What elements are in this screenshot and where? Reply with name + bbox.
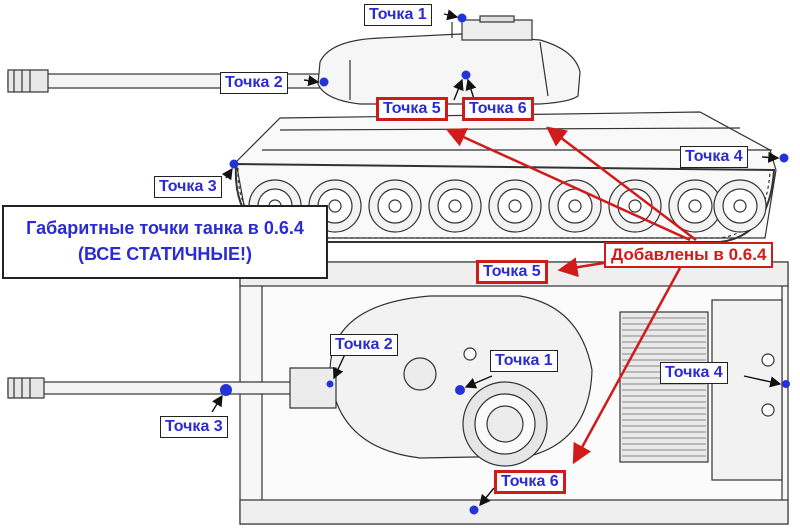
- side-track: [234, 162, 776, 243]
- side-label-point-6: Точка 6: [462, 97, 534, 121]
- top-label-point-6: Точка 6: [494, 470, 566, 494]
- top-engine-grill: [619, 311, 709, 463]
- top-view-tank: [7, 261, 789, 525]
- top-label-point-5: Точка 5: [476, 260, 548, 284]
- side-point-3: [229, 159, 239, 169]
- leader-arrows: [211, 9, 782, 507]
- top-label-point-2: Точка 2: [330, 334, 398, 356]
- top-gun-barrel: [7, 367, 337, 409]
- added-in-064-arrows: [445, 126, 697, 465]
- side-road-wheel: [448, 199, 462, 213]
- side-road-wheel: [628, 199, 642, 213]
- top-point-1: [455, 385, 465, 395]
- top-point-4: [782, 380, 790, 388]
- top-label-point-3: Точка 3: [160, 416, 228, 438]
- side-label-point-1: Точка 1: [364, 4, 432, 26]
- side-road-wheel: [688, 199, 702, 213]
- side-point-2: [319, 77, 329, 87]
- side-road-wheel: [568, 199, 582, 213]
- side-turret: [317, 33, 581, 105]
- diagram-title-box: Габаритные точки танка в 0.6.4 (ВСЕ СТАТ…: [2, 205, 328, 279]
- side-point-1: [457, 13, 467, 23]
- side-point-4: [779, 153, 789, 163]
- gabarit-points: [220, 13, 790, 515]
- side-road-wheel: [388, 199, 402, 213]
- side-label-point-3: Точка 3: [154, 176, 222, 198]
- top-label-point-1: Точка 1: [490, 350, 558, 372]
- side-point-5: [461, 70, 471, 80]
- diagram-subtitle: (ВСЕ СТАТИЧНЫЕ!): [77, 244, 253, 264]
- diagram-title: Габаритные точки танка в 0.6.4: [26, 218, 304, 238]
- top-label-point-4: Точка 4: [660, 362, 728, 384]
- top-point-3: [220, 384, 232, 396]
- side-cupola: [461, 19, 533, 41]
- side-road-wheel: [733, 199, 747, 213]
- top-point-2: [326, 380, 334, 388]
- side-label-point-4: Точка 4: [680, 146, 748, 168]
- side-label-point-2: Точка 2: [220, 72, 288, 94]
- top-point-6: [469, 505, 479, 515]
- added-note: Добавлены в 0.6.4: [604, 242, 774, 268]
- side-road-wheel: [328, 199, 342, 213]
- side-label-point-5: Точка 5: [376, 97, 448, 121]
- side-road-wheel: [508, 199, 522, 213]
- top-turret: [329, 295, 593, 459]
